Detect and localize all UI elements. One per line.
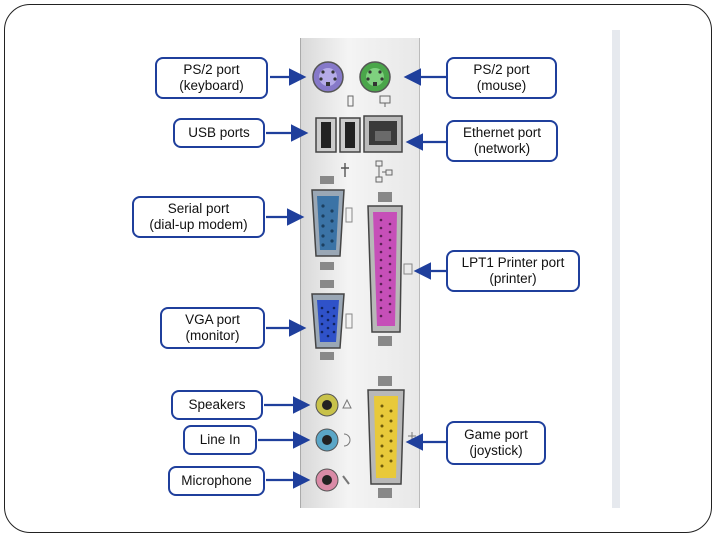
label-serial: Serial port (dial-up modem) [132,196,265,238]
speakers-jack [315,393,352,417]
label-line: USB ports [188,125,250,140]
label-line: (network) [473,141,531,156]
label-line: (dial-up modem) [149,217,248,232]
mouse-icon [379,95,391,107]
label-line: Game port [464,427,528,442]
label-vga: VGA port (monitor) [160,307,265,349]
label-usb: USB ports [173,118,265,148]
line-in-icon [343,433,351,447]
microphone-icon [342,475,350,485]
image-edge [612,30,620,508]
label-line: Ethernet port [462,125,542,140]
label-line: LPT1 Printer port [461,255,565,270]
network-icon [375,160,393,183]
serial-port [311,176,353,270]
label-line: PS/2 port [183,62,240,77]
usb-icon [341,163,349,177]
ps2-mouse-port [359,61,391,93]
serial-icon [345,207,353,223]
label-line: VGA port [185,312,240,327]
label-line: Speakers [188,397,246,412]
speaker-icon [342,398,352,409]
game-port [367,376,416,498]
label-lpt1: LPT1 Printer port (printer) [446,250,580,292]
label-line: (keyboard) [179,78,244,93]
label-microphone: Microphone [168,466,265,496]
label-line: Microphone [181,473,252,488]
label-line-in: Line In [183,425,257,455]
label-line: (joystick) [469,443,523,458]
label-line: (monitor) [185,328,240,343]
label-line: Serial port [167,201,230,216]
label-line: (mouse) [476,78,527,93]
printer-icon [403,263,413,275]
label-line: (printer) [489,271,537,286]
ethernet-port [363,115,403,183]
label-ethernet: Ethernet port (network) [446,120,558,162]
label-line: Line In [199,432,241,447]
vga-port [311,280,353,360]
label-ps2-keyboard: PS/2 port (keyboard) [155,57,268,99]
label-speakers: Speakers [171,390,263,420]
joystick-icon [408,432,416,440]
usb-ports [315,117,361,177]
line-in-jack [315,428,351,452]
monitor-icon [345,313,353,329]
label-game: Game port (joystick) [446,421,546,465]
lpt1-parallel-port [367,192,413,346]
microphone-jack [315,468,350,492]
label-ps2-mouse: PS/2 port (mouse) [446,57,557,99]
ps2-keyboard-port [312,61,344,93]
label-line: PS/2 port [473,62,530,77]
keyboard-icon [347,95,354,107]
